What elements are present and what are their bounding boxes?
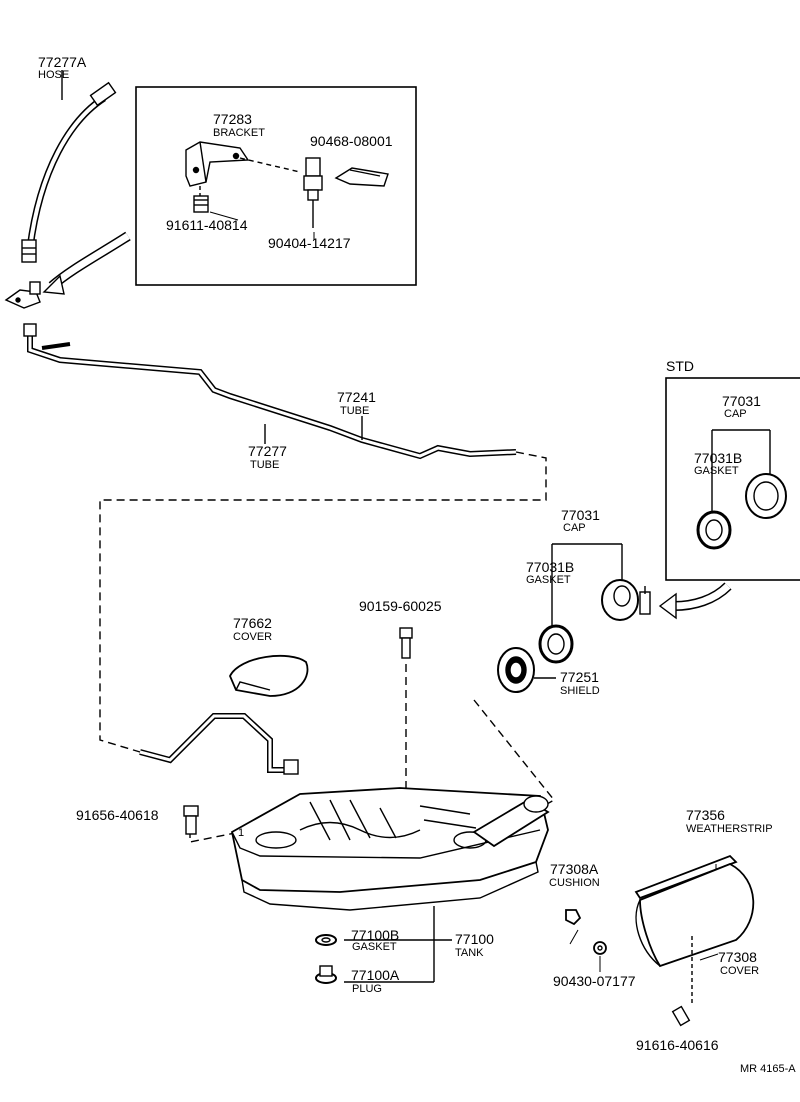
small-cover-drawing bbox=[229, 655, 309, 697]
shield-drawing bbox=[497, 647, 556, 693]
clip-drawing bbox=[334, 167, 389, 187]
detail-arrow bbox=[42, 231, 131, 295]
std-cap-part-name: CAP bbox=[724, 408, 747, 420]
bolt-91656-drawing bbox=[183, 805, 199, 835]
cap-part-number: 77031 bbox=[561, 507, 600, 523]
cushion-part-number: 77308A bbox=[550, 861, 599, 877]
std-cap-drawing bbox=[745, 473, 787, 519]
bolt-90159-part-number: 90159-60025 bbox=[359, 598, 442, 614]
tank-part-number: 77100 bbox=[455, 931, 494, 947]
cushion-part-name: CUSHION bbox=[549, 877, 600, 889]
tank-part-name: TANK bbox=[455, 947, 484, 959]
nut-drawing bbox=[593, 941, 607, 955]
tank-gasket-part-name: GASKET bbox=[352, 941, 397, 953]
upper-tube-part-name: TUBE bbox=[340, 405, 370, 417]
std-detail-box bbox=[665, 377, 800, 581]
fuel-tube-drawing bbox=[23, 323, 517, 460]
small-cover-part-name: COVER bbox=[233, 631, 273, 643]
locking-cap-drawing bbox=[601, 579, 651, 621]
cap-gasket-drawing bbox=[538, 624, 574, 664]
clip-part-number: 90468-08001 bbox=[310, 133, 393, 149]
bolt-91611-part-number: 91611-40814 bbox=[166, 217, 248, 233]
bracket-detail-box bbox=[135, 86, 417, 286]
std-arrow bbox=[658, 582, 732, 620]
bracket-drawing bbox=[185, 141, 301, 196]
diagram-id: MR 4165-A bbox=[740, 1063, 796, 1075]
weatherstrip-drawing bbox=[634, 854, 738, 900]
upper-tube-part-number: 77241 bbox=[337, 389, 376, 405]
cushion-drawing bbox=[565, 909, 582, 926]
weatherstrip-part-number: 77356 bbox=[686, 807, 725, 823]
union-bolt-drawing bbox=[303, 157, 323, 228]
union-bolt-part-number: 90404-14217 bbox=[268, 235, 351, 251]
fuel-tank-drawing bbox=[230, 787, 550, 982]
cap-part-name: CAP bbox=[563, 522, 586, 534]
plug-part-name: PLUG bbox=[352, 983, 382, 995]
shield-part-number: 77251 bbox=[560, 669, 599, 685]
cap-bracket-lines bbox=[551, 543, 623, 628]
screw-91616-drawing bbox=[671, 1005, 691, 1027]
std-gasket-part-number: 77031B bbox=[694, 450, 743, 466]
large-cover-part-number: 77308 bbox=[718, 949, 757, 965]
nut-90430-part-number: 90430-07177 bbox=[553, 973, 636, 989]
bracket-part-name: BRACKET bbox=[213, 127, 265, 139]
std-box-label: STD bbox=[666, 358, 694, 374]
gasket-part-name: GASKET bbox=[526, 574, 571, 586]
large-cover-drawing bbox=[635, 863, 755, 1006]
weatherstrip-part-name: WEATHERSTRIP bbox=[686, 823, 773, 835]
tank-gasket-drawing bbox=[315, 934, 337, 946]
leader-lines bbox=[209, 211, 719, 972]
bracket-part-number: 77283 bbox=[213, 111, 252, 127]
plug-part-number: 77100A bbox=[351, 967, 400, 983]
std-gasket-drawing bbox=[696, 510, 732, 550]
std-cap-part-number: 77031 bbox=[722, 393, 761, 409]
plug-drawing bbox=[315, 965, 337, 984]
gasket-part-number: 77031B bbox=[526, 559, 575, 575]
lower-tube-part-name: TUBE bbox=[250, 459, 280, 471]
routing-dashed-lines bbox=[99, 451, 556, 843]
tank-gasket-part-number: 77100B bbox=[351, 927, 400, 943]
screw-91616-part-number: 91616-40616 bbox=[636, 1037, 719, 1053]
bolt-91611-drawing bbox=[193, 195, 209, 213]
hose-part-number: 77277A bbox=[38, 54, 87, 70]
large-cover-part-name: COVER bbox=[720, 965, 760, 977]
bolt-91656-part-number: 91656-40618 bbox=[76, 807, 159, 823]
std-gasket-part-name: GASKET bbox=[694, 465, 739, 477]
lower-tube-part-number: 77277 bbox=[248, 443, 287, 459]
lower-tube-drawing bbox=[139, 713, 299, 775]
small-bracket-drawing bbox=[4, 281, 41, 309]
std-cap-bracket-lines bbox=[711, 429, 771, 514]
small-cover-part-number: 77662 bbox=[233, 615, 272, 631]
bolt-90159-drawing bbox=[399, 627, 413, 659]
shield-part-name: SHIELD bbox=[560, 685, 600, 697]
hose-drawing bbox=[21, 70, 117, 263]
tank-callout-bracket bbox=[344, 939, 452, 983]
hose-part-name: HOSE bbox=[38, 69, 70, 81]
callout-mark: 1 bbox=[238, 827, 245, 839]
